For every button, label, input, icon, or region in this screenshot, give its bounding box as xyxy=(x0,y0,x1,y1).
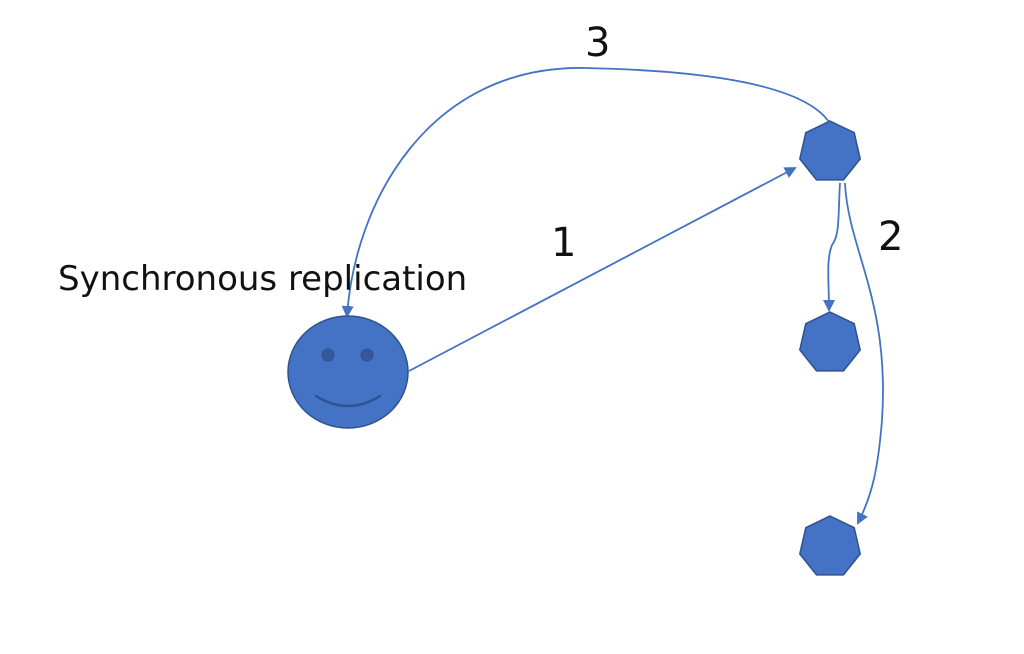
smiley-face-icon xyxy=(287,315,409,429)
edge-primary-to-replica-1 xyxy=(822,182,841,312)
left-eye xyxy=(321,348,335,362)
edge-primary-to-replica-2 xyxy=(844,182,884,525)
mouth xyxy=(314,394,382,408)
step-label-three: 3 xyxy=(585,20,610,66)
replica-node-1 xyxy=(798,311,862,372)
primary-node xyxy=(798,120,862,181)
step-label-two: 2 xyxy=(878,214,903,260)
heptagon-icon xyxy=(798,120,862,181)
replica-node-2 xyxy=(798,515,862,576)
edge-primary-to-client xyxy=(341,67,830,318)
step-label-one: 1 xyxy=(551,220,576,266)
client-node xyxy=(287,315,409,429)
diagram-title: Synchronous replication xyxy=(58,259,467,299)
heptagon-icon xyxy=(798,311,862,372)
heptagon-icon xyxy=(798,515,862,576)
edge-client-to-primary xyxy=(408,167,797,372)
right-eye xyxy=(360,348,374,362)
